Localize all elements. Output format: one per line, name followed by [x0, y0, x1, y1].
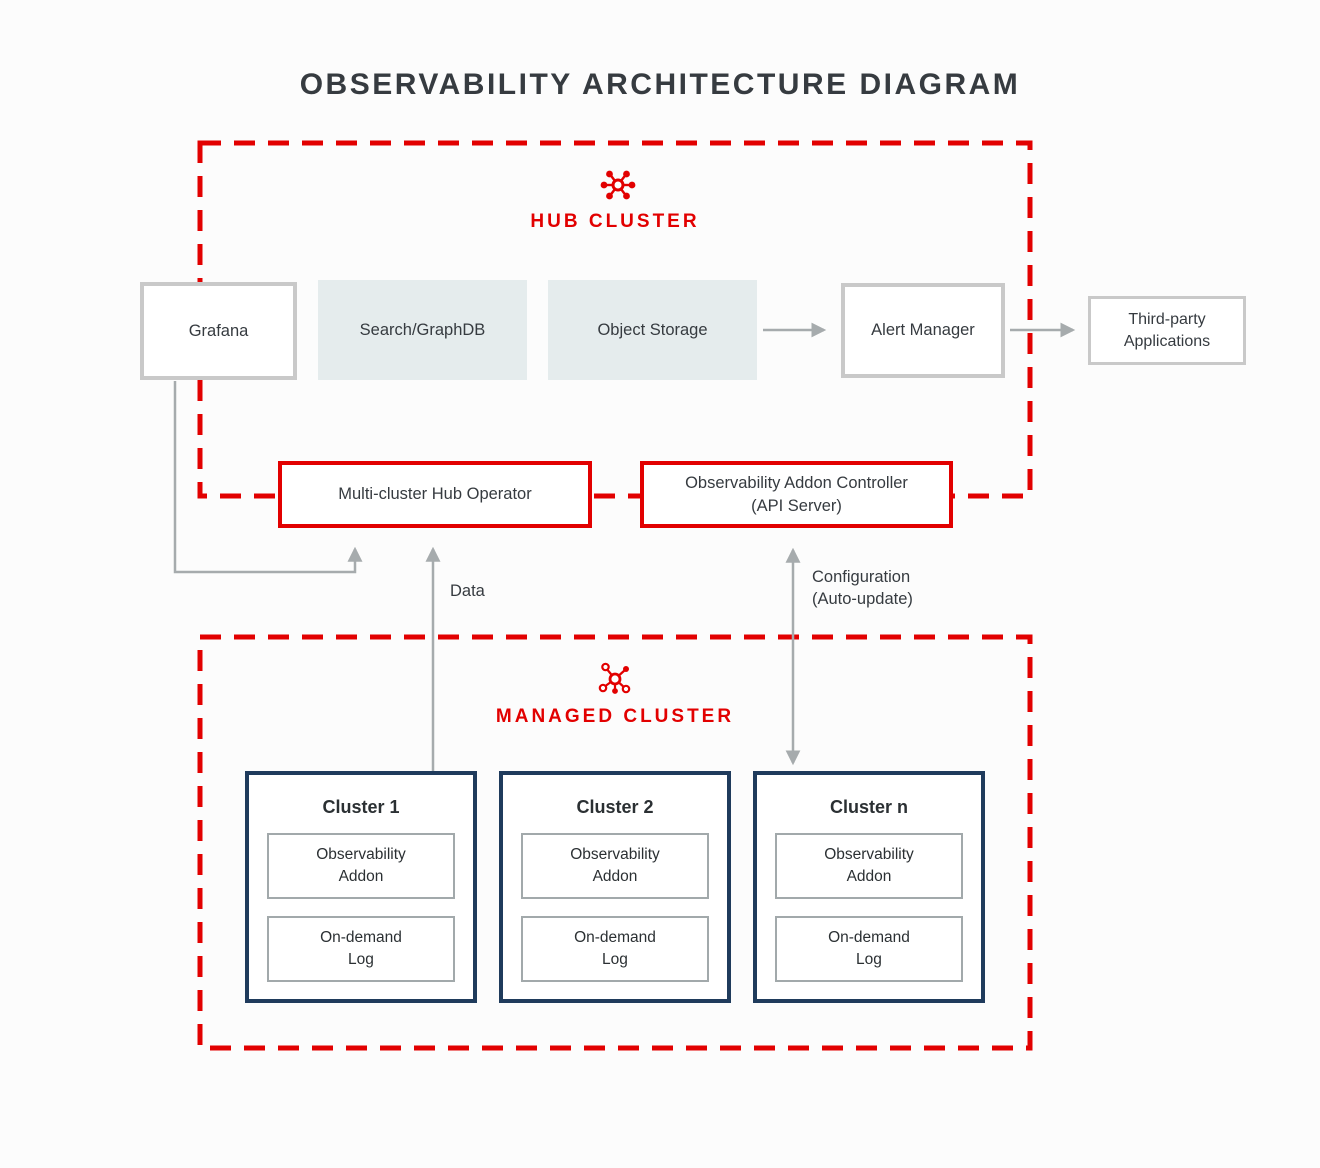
configuration-edge-label: Configuration (Auto-update): [812, 568, 913, 609]
network-node-icon: [598, 662, 631, 694]
cluster-2-box: Cluster 2 Observability Addon On-demand …: [499, 771, 731, 1003]
data-edge-label: Data: [450, 582, 485, 600]
managed-cluster-label: MANAGED CLUSTER: [495, 706, 735, 727]
cluster-1-box: Cluster 1 Observability Addon On-demand …: [245, 771, 477, 1003]
on-demand-log-box: On-demand Log: [267, 916, 455, 982]
arrow-grafana-to-hub-operator: [173, 381, 363, 574]
cluster-title: Cluster 2: [576, 797, 654, 817]
search-graphdb-box: Search/GraphDB: [318, 280, 527, 380]
page-title: OBSERVABILITY ARCHITECTURE DIAGRAM: [299, 68, 1021, 101]
observability-addon-box: Observability Addon: [521, 833, 709, 899]
network-hub-icon: [600, 170, 636, 200]
cluster-title: Cluster 1: [322, 797, 400, 817]
observability-addon-box: Observability Addon: [775, 833, 963, 899]
hub-cluster-label: HUB CLUSTER: [530, 211, 700, 232]
on-demand-log-box: On-demand Log: [521, 916, 709, 982]
managed-cluster-dashed-border: [197, 634, 1033, 1051]
observability-addon-controller-box: Observability Addon Controller (API Serv…: [640, 461, 953, 528]
cluster-title: Cluster n: [829, 797, 908, 817]
observability-addon-box: Observability Addon: [267, 833, 455, 899]
object-storage-box: Object Storage: [548, 280, 757, 380]
on-demand-log-box: On-demand Log: [775, 916, 963, 982]
grafana-box: Grafana: [140, 282, 297, 380]
third-party-applications-box: Third-party Applications: [1088, 296, 1246, 365]
alert-manager-box: Alert Manager: [841, 283, 1005, 378]
multi-cluster-hub-operator-box: Multi-cluster Hub Operator: [278, 461, 592, 528]
cluster-n-box: Cluster n Observability Addon On-demand …: [753, 771, 985, 1003]
